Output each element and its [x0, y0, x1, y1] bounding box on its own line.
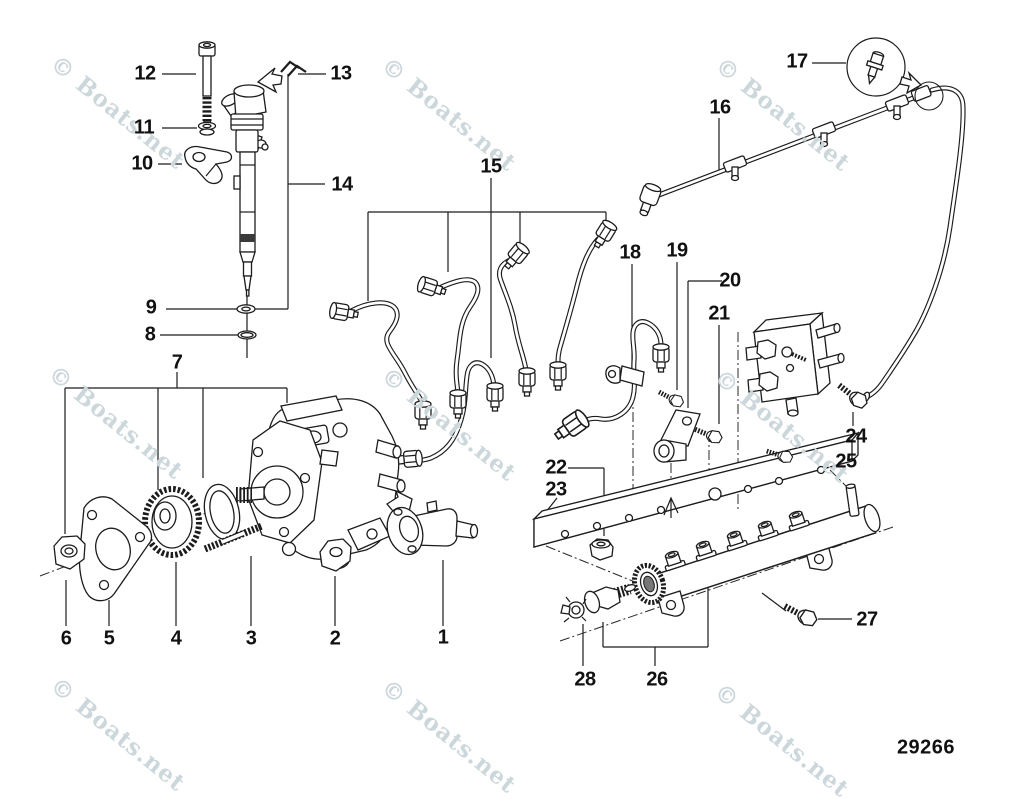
callout-11: 11: [133, 116, 155, 139]
rail-supply-pipe-illustration: [550, 319, 670, 446]
callout-14: 14: [331, 173, 353, 196]
callout-3: 3: [245, 627, 257, 650]
callout-23: 23: [545, 478, 567, 501]
leader-lines: [64, 62, 854, 666]
callout-17: 17: [786, 50, 808, 73]
callout-13: 13: [330, 62, 352, 85]
callout-15: 15: [480, 155, 502, 178]
direction-arrow-icon: [256, 67, 283, 94]
callout-21: 21: [708, 302, 730, 325]
callout-19: 19: [666, 239, 688, 262]
injection-pump-illustration: [53, 395, 479, 602]
callout-27: 27: [856, 608, 878, 631]
callout-12: 12: [134, 62, 156, 85]
callout-1: 1: [437, 626, 449, 649]
callout-5: 5: [103, 627, 115, 650]
callout-4: 4: [170, 627, 182, 650]
callout-20: 20: [719, 269, 741, 292]
injector-illustration: [184, 41, 307, 340]
callout-26: 26: [646, 668, 668, 691]
rail-mounting-bar-illustration: [531, 431, 860, 561]
detail-circle-17: [846, 37, 906, 97]
valve-block-illustration: [745, 311, 870, 465]
figure-part-number: 29266: [896, 736, 956, 759]
callout-18: 18: [619, 241, 641, 264]
callout-7: 7: [171, 351, 183, 374]
fuel-regulator-illustration: [386, 489, 479, 556]
callout-16: 16: [709, 96, 731, 119]
injection-pipes-illustration: [327, 217, 619, 470]
fuel-return-line-illustration: [639, 37, 966, 403]
pipe-bracket-illustration: [653, 386, 724, 463]
fuel-rail-illustration: [560, 483, 881, 629]
callout-9: 9: [145, 296, 157, 319]
callout-22: 22: [545, 456, 567, 479]
callout-6: 6: [60, 627, 72, 650]
callout-24: 24: [845, 425, 867, 448]
rail-pressure-sensor-illustration: [560, 583, 636, 623]
callout-2: 2: [329, 627, 341, 650]
callout-28: 28: [574, 668, 596, 691]
callout-8: 8: [144, 323, 156, 346]
callout-10: 10: [131, 152, 153, 175]
direction-arrow-icon: [899, 70, 923, 95]
callout-25: 25: [835, 450, 857, 473]
